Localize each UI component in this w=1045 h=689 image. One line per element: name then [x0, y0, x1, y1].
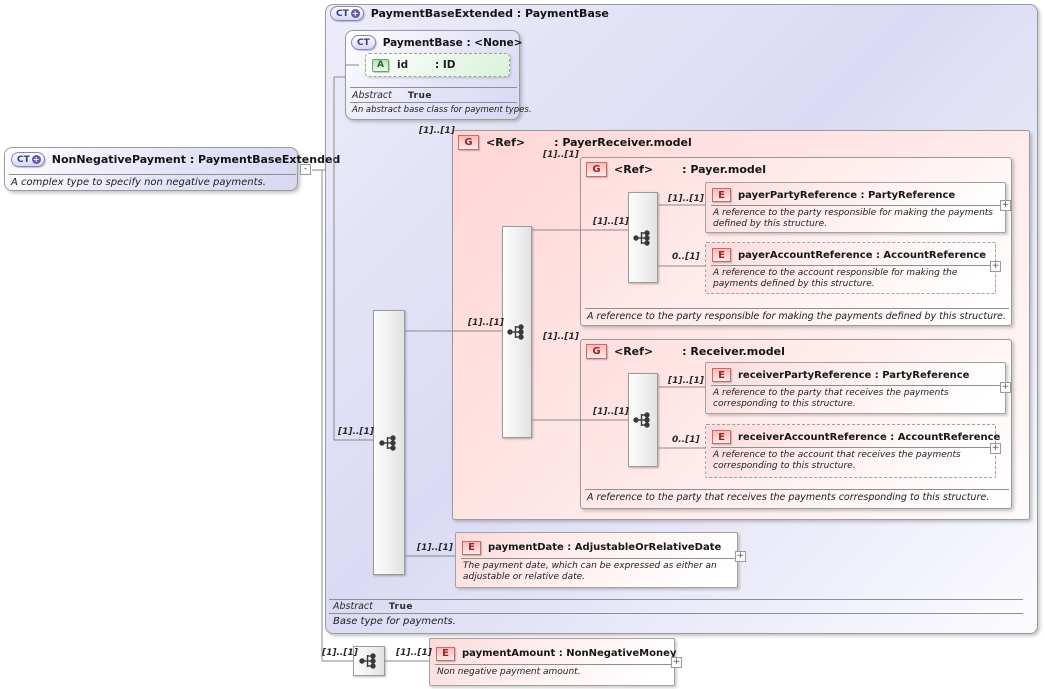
base-abstract-row: Abstract True: [352, 90, 432, 101]
group-ref: <Ref>: [614, 345, 654, 358]
element-description: A reference to the party that receives t…: [713, 388, 949, 409]
base-title: PaymentBase : <None>: [382, 36, 523, 49]
expand-toggle[interactable]: +: [990, 261, 1001, 272]
complex-type-icon: CT +: [330, 6, 364, 21]
derived-plus-icon: +: [350, 9, 360, 18]
expand-toggle[interactable]: +: [735, 551, 746, 562]
sequence-indicator-payer-receiver[interactable]: [502, 226, 532, 438]
root-description: A complex type to specify non negative p…: [11, 177, 266, 188]
sequence-indicator-receiver[interactable]: [628, 373, 658, 467]
occurrence-payment-date: [1]..[1]: [417, 543, 453, 553]
expand-toggle[interactable]: +: [671, 657, 682, 668]
element-title: paymentAmount : NonNegativeMoney: [462, 648, 677, 659]
element-description: A reference to the account that receives…: [713, 450, 961, 471]
occurrence-receiver: [1]..[1]: [543, 332, 579, 342]
sequence-indicator-extended[interactable]: [373, 310, 405, 575]
occurrence-payer-sequence: [1]..[1]: [593, 217, 629, 227]
element-title: payerPartyReference : PartyReference: [738, 189, 956, 201]
element-title: receiverPartyReference : PartyReference: [738, 369, 970, 381]
sequence-indicator-root[interactable]: [353, 646, 385, 676]
attribute-name: id: [397, 59, 409, 71]
sequence-icon: [379, 434, 396, 451]
element-payer-party-reference[interactable]: E payerPartyReference : PartyReference A…: [705, 182, 1006, 233]
group-type: : Receiver.model: [682, 345, 785, 358]
group-ref: <Ref>: [486, 136, 526, 149]
group-footer: A reference to the party responsible for…: [587, 311, 1006, 322]
occurrence-payer-receiver: [1]..[1]: [419, 126, 455, 136]
occurrence-payer-receiver-sequence: [1]..[1]: [468, 318, 504, 328]
element-payment-amount[interactable]: E paymentAmount : NonNegativeMoney Non n…: [429, 638, 677, 686]
group-type: : PayerReceiver.model: [554, 136, 692, 149]
attribute-icon: A: [372, 58, 389, 72]
complex-type-icon: CT: [351, 35, 376, 50]
element-description: A reference to the account responsible f…: [713, 268, 958, 289]
complex-type-non-negative-payment[interactable]: CT + NonNegativePayment : PaymentBaseExt…: [4, 147, 340, 191]
complex-type-icon: CT +: [11, 152, 45, 167]
expand-toggle[interactable]: +: [990, 443, 1001, 454]
expand-toggle[interactable]: +: [1000, 200, 1011, 211]
group-icon: G: [458, 135, 479, 150]
occurrence-payer: [1]..[1]: [543, 150, 579, 160]
element-icon: E: [712, 368, 731, 382]
extended-abstract-row: Abstract True: [333, 601, 413, 612]
sequence-icon: [633, 412, 650, 428]
element-icon: E: [712, 248, 731, 262]
occurrence-receiver-account: 0..[1]: [672, 435, 700, 445]
base-description: An abstract base class for payment types…: [352, 105, 532, 115]
element-icon: E: [436, 646, 455, 661]
sequence-indicator-payer[interactable]: [628, 192, 658, 283]
sequence-icon: [359, 653, 376, 669]
element-title: paymentDate : AdjustableOrRelativeDate: [488, 542, 722, 553]
element-receiver-party-reference[interactable]: E receiverPartyReference : PartyReferenc…: [705, 362, 1006, 414]
element-payer-account-reference[interactable]: E payerAccountReference : AccountReferen…: [705, 242, 996, 294]
element-title: payerAccountReference : AccountReference: [738, 249, 987, 261]
occurrence-extended-sequence: [1]..[1]: [338, 427, 374, 437]
extended-footer: Base type for payments.: [333, 616, 456, 627]
element-description: Non negative payment amount.: [437, 667, 581, 677]
attribute-id[interactable]: A id : ID: [365, 53, 510, 77]
element-icon: E: [712, 430, 731, 444]
group-type: : Payer.model: [682, 163, 767, 176]
element-receiver-account-reference[interactable]: E receiverAccountReference : AccountRefe…: [705, 424, 1000, 478]
sequence-icon: [633, 229, 650, 246]
occurrence-receiver-sequence: [1]..[1]: [593, 407, 629, 417]
element-icon: E: [462, 540, 481, 555]
attribute-tail: [357, 59, 366, 71]
derived-plus-icon: +: [31, 155, 41, 164]
occurrence-payer-party: [1]..[1]: [668, 194, 704, 204]
sequence-icon: [507, 324, 524, 340]
element-description: A reference to the party responsible for…: [713, 208, 993, 229]
group-icon: G: [586, 162, 607, 177]
collapse-toggle[interactable]: -: [300, 164, 311, 175]
group-icon: G: [586, 344, 607, 359]
occurrence-root-sequence: [1]..[1]: [322, 648, 358, 658]
element-description: The payment date, which can be expressed…: [463, 561, 717, 582]
expand-toggle[interactable]: +: [1000, 382, 1011, 393]
attribute-type: : ID: [435, 59, 456, 71]
extended-title: PaymentBaseExtended : PaymentBase: [370, 7, 609, 20]
element-title: receiverAccountReference : AccountRefere…: [738, 431, 1001, 443]
root-title: NonNegativePayment : PaymentBaseExtended: [51, 153, 341, 166]
group-footer: A reference to the party that receives t…: [587, 492, 990, 503]
occurrence-receiver-party: [1]..[1]: [668, 376, 704, 386]
occurrence-payer-account: 0..[1]: [672, 252, 700, 262]
group-ref: <Ref>: [614, 163, 654, 176]
element-icon: E: [712, 188, 731, 202]
element-payment-date[interactable]: E paymentDate : AdjustableOrRelativeDate…: [455, 532, 738, 588]
occurrence-payment-amount: [1]..[1]: [396, 648, 432, 658]
